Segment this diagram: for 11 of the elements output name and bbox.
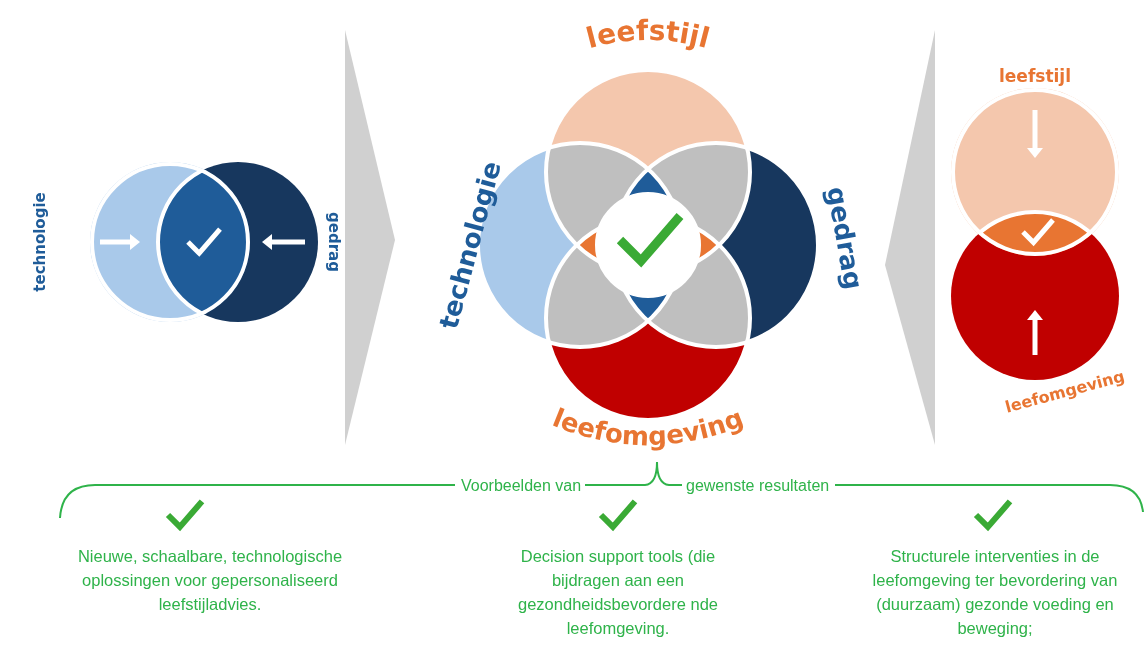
circle-label: leefstijl	[582, 13, 714, 55]
circle-label: technologie	[32, 192, 48, 292]
circle-label: gedrag	[325, 212, 341, 272]
circle-label: gedrag	[823, 184, 867, 292]
brace-label: gewenste resultaten	[686, 477, 830, 495]
circle-label: leefstijl	[999, 67, 1071, 85]
result-text: Structurele interventies in de leefomgeving ter bevordering van (duurzaam) gezonde voeding en beweging;	[871, 546, 1119, 639]
result-text: Nieuwe, schaalbare, technologische oplossingen voor gepersonaliseerd leefstijladvies.	[76, 546, 344, 615]
result-text: Decision support tools (die bijdragen aan een gezondheidsbevordere nde leefomgeving.	[517, 546, 719, 639]
brace-label: Voorbeelden van	[461, 477, 582, 495]
circle-label: leefomgeving	[548, 402, 748, 452]
